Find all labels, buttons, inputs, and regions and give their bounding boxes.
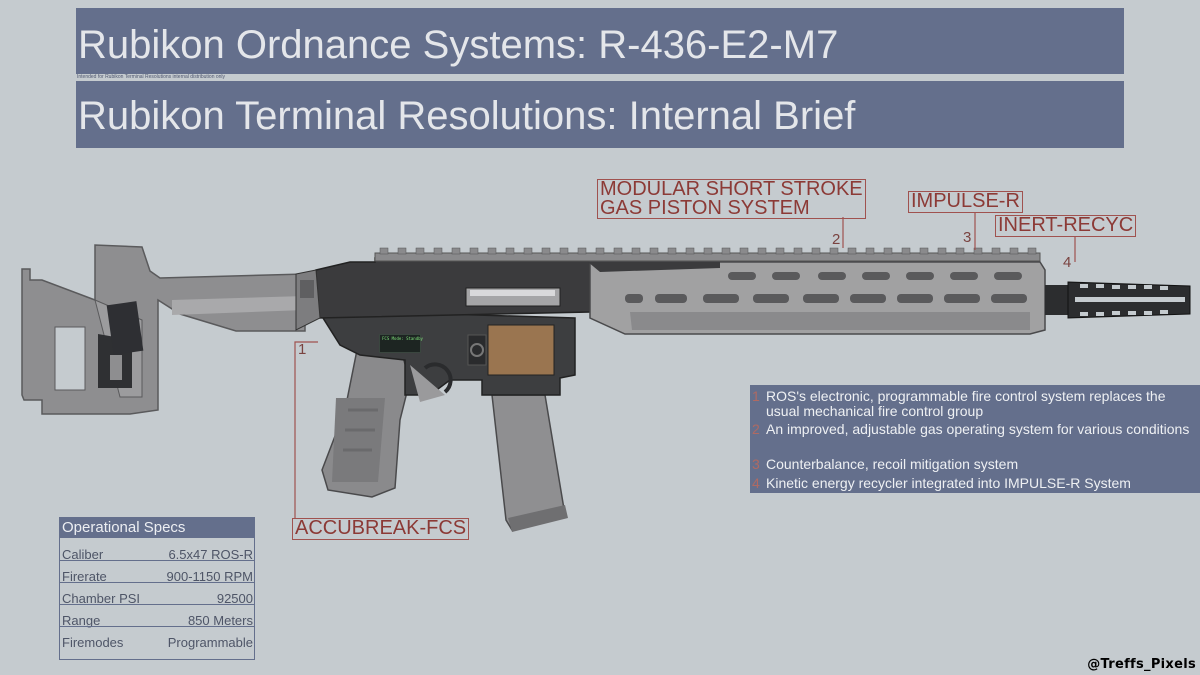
spec-value: 850 Meters bbox=[187, 613, 253, 628]
distribution-note: Intended for Rubikon Terminal Resolution… bbox=[77, 74, 226, 80]
marker-3: 3 bbox=[963, 229, 972, 246]
upper-receiver bbox=[295, 257, 591, 331]
spec-label: Caliber bbox=[62, 547, 104, 562]
marker-4: 4 bbox=[1063, 254, 1072, 271]
spec-row: Chamber PSI 92500 bbox=[60, 588, 254, 610]
note-number: 1 bbox=[752, 388, 760, 404]
pistol-grip bbox=[321, 331, 411, 498]
note-text: ROS's electronic, programmable fire cont… bbox=[766, 388, 1166, 419]
spec-row: Firemodes Programmable bbox=[60, 632, 254, 654]
spec-value: 92500 bbox=[216, 591, 253, 606]
spec-divider bbox=[60, 626, 254, 627]
note-text: An improved, adjustable gas operating sy… bbox=[766, 421, 1190, 437]
muzzle-device bbox=[1045, 281, 1191, 319]
marker-2: 2 bbox=[832, 231, 841, 248]
subtitle-banner: Rubikon Terminal Resolutions: Internal B… bbox=[76, 81, 1124, 148]
artist-credit: @Treffs_Pixels bbox=[1087, 657, 1196, 672]
spec-value: Programmable bbox=[167, 635, 253, 650]
spec-divider bbox=[60, 604, 254, 605]
leader-fcs bbox=[294, 341, 318, 518]
note-text: Counterbalance, recoil mitigation system bbox=[766, 456, 1019, 472]
rifle-stock bbox=[21, 244, 306, 415]
callout-impulse-r: IMPULSE-R bbox=[908, 191, 1023, 213]
callout-accubreak-fcs: ACCUBREAK-FCS bbox=[292, 518, 470, 540]
spec-row: Range 850 Meters bbox=[60, 610, 254, 632]
operational-specs-table: Operational Specs Caliber 6.5x47 ROS-R F… bbox=[59, 517, 255, 660]
spec-divider bbox=[60, 560, 254, 561]
fcs-screen-text: FCS Mode: Standby bbox=[382, 336, 423, 341]
spec-label: Range bbox=[62, 613, 101, 628]
fcs-display-screen: FCS Mode: Standby bbox=[379, 334, 423, 353]
spec-value: 900-1150 RPM bbox=[166, 569, 253, 584]
callout-leaders bbox=[294, 212, 1076, 518]
handguard bbox=[588, 261, 1046, 335]
note-text: Kinetic energy recycler integrated into … bbox=[766, 475, 1131, 491]
spec-row: Caliber 6.5x47 ROS-R bbox=[60, 544, 254, 566]
feature-notes-panel: 1 ROS's electronic, programmable fire co… bbox=[750, 385, 1200, 493]
spec-row: Firerate 900-1150 RPM bbox=[60, 566, 254, 588]
callout-gas-line2: GAS PISTON SYSTEM bbox=[600, 197, 810, 219]
note-number: 3 bbox=[752, 456, 760, 472]
note-number: 4 bbox=[752, 475, 760, 491]
page-title: Rubikon Ordnance Systems: R-436-E2-M7 bbox=[78, 23, 839, 67]
spec-divider bbox=[60, 582, 254, 583]
callout-inert-recyc: INERT-RECYC bbox=[995, 215, 1137, 237]
spec-label: Chamber PSI bbox=[62, 591, 141, 606]
magazine bbox=[491, 394, 568, 532]
callout-gas-piston: MODULAR SHORT STROKE GAS PISTON SYSTEM bbox=[597, 179, 866, 219]
specs-heading: Operational Specs bbox=[60, 518, 254, 538]
page-subtitle: Rubikon Terminal Resolutions: Internal B… bbox=[78, 94, 856, 138]
title-banner: Rubikon Ordnance Systems: R-436-E2-M7 bbox=[76, 8, 1124, 74]
note-number: 2 bbox=[752, 421, 760, 437]
spec-label: Firemodes bbox=[62, 635, 124, 650]
marker-1: 1 bbox=[298, 341, 307, 358]
lower-receiver bbox=[316, 309, 576, 402]
callout-gas-line1: MODULAR SHORT STROKE bbox=[600, 178, 863, 200]
spec-value: 6.5x47 ROS-R bbox=[168, 547, 253, 562]
spec-label: Firerate bbox=[62, 569, 107, 584]
picatinny-rail bbox=[374, 247, 1041, 262]
